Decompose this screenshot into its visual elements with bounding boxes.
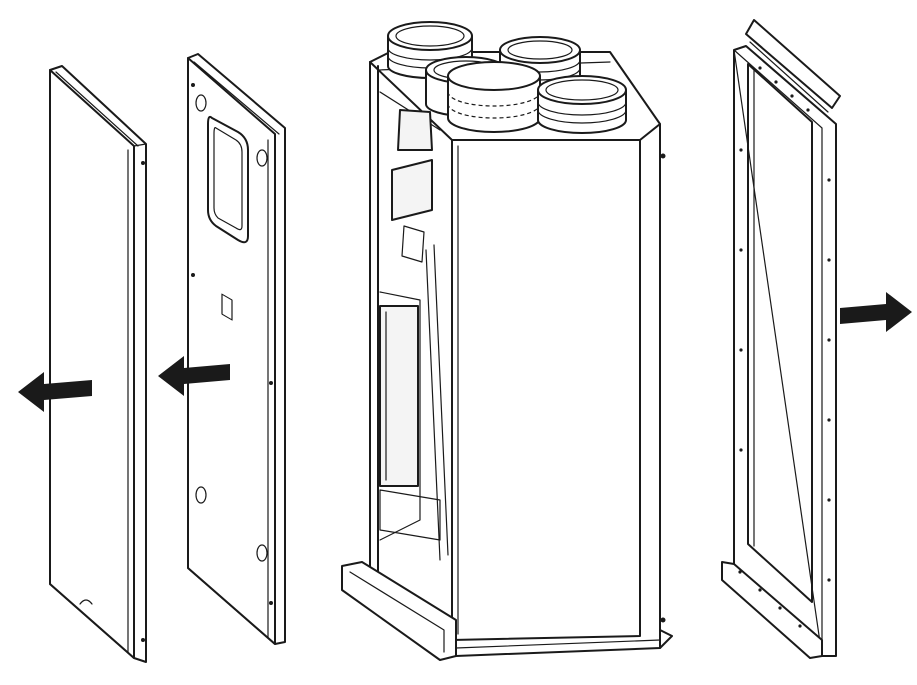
drip-tray — [341, 561, 673, 661]
control-panel-window — [207, 115, 249, 321]
arrow-left-icon — [158, 356, 230, 396]
frame-rivets — [738, 66, 831, 628]
inner-front-panel — [187, 53, 286, 645]
arrow-right-icon — [840, 292, 912, 332]
duct-connector-back-left — [387, 21, 473, 79]
unit-body — [341, 21, 673, 661]
outer-front-panel — [49, 65, 147, 663]
arrow-left-icon — [18, 372, 92, 412]
duct-connector-center-tall — [447, 61, 541, 133]
rear-frame — [721, 19, 841, 659]
duct-connector-front-right — [537, 75, 627, 134]
